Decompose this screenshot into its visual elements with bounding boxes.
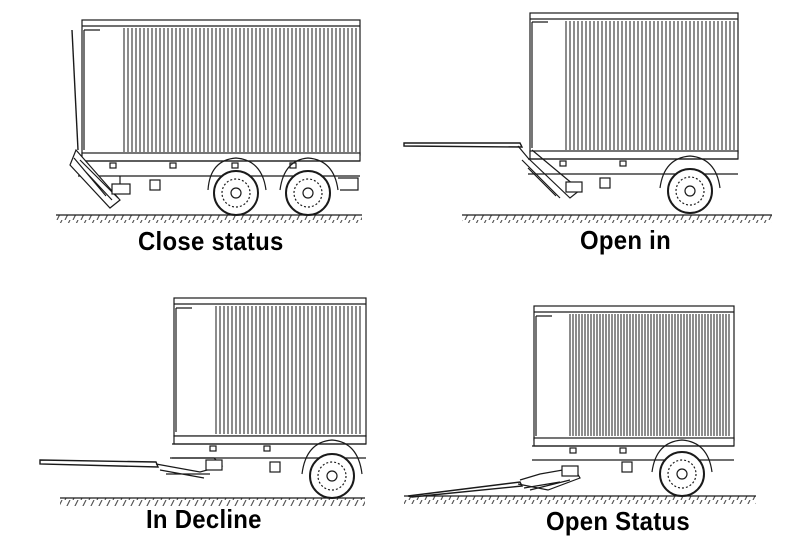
caption-close-status: Close status <box>138 226 284 256</box>
caption-open-in: Open in <box>580 225 671 255</box>
ground <box>60 498 365 506</box>
wheel-2 <box>279 157 339 216</box>
wheel <box>301 439 363 499</box>
wheel-1 <box>207 157 267 216</box>
lowering-platform <box>39 457 224 479</box>
panel-in-decline <box>39 297 367 506</box>
panel-close-status <box>56 19 362 223</box>
grounded-platform <box>407 465 581 498</box>
panel-open-status <box>404 305 756 504</box>
chassis <box>532 445 734 473</box>
raised-platform <box>403 142 583 199</box>
trailer-box <box>81 19 361 162</box>
trailer-box <box>529 12 739 160</box>
trailer-box <box>173 297 367 445</box>
caption-open-status: Open Status <box>546 506 690 536</box>
ground <box>56 215 362 223</box>
ground <box>404 496 756 504</box>
panel-open-in <box>403 12 772 223</box>
folded-tail-lift <box>69 29 131 209</box>
wheel <box>659 155 721 214</box>
caption-in-decline: In Decline <box>146 504 262 534</box>
ground <box>462 215 772 223</box>
wheel <box>651 439 713 497</box>
trailer-box <box>533 305 735 447</box>
